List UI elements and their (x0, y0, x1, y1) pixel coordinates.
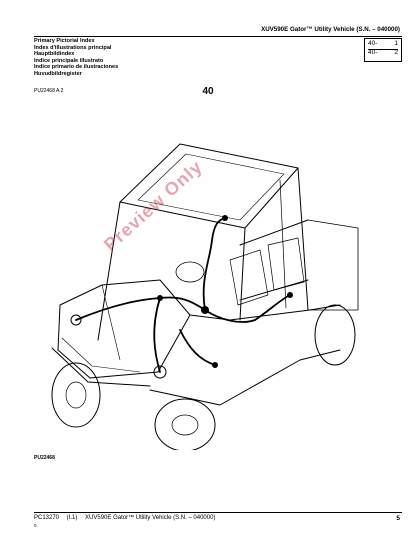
revision-code: (I.1) (66, 515, 78, 521)
harness-main (75, 296, 256, 323)
footer-identification: PC13270 (I.1) XUV590E Gator™ Utility Veh… (34, 515, 221, 521)
index-title-it: Indice principale illustrato (34, 57, 104, 64)
harness-branch-rear (254, 294, 291, 321)
reference-divider (368, 49, 398, 50)
harness-branch-dash (202, 217, 226, 311)
index-title-fr: Index d'illustrations principal (34, 44, 112, 51)
front-post-right (239, 227, 246, 321)
front-post-left (97, 201, 121, 341)
index-title-en: Primary Pictorial Index (34, 38, 95, 44)
connector (222, 215, 228, 221)
rear-post-inner (279, 179, 287, 309)
reference-label: 40- (368, 40, 378, 47)
grille (61, 337, 141, 373)
body-floor (149, 349, 341, 406)
headlight-right (153, 365, 167, 379)
rear-right-wheel (314, 304, 356, 366)
seat-right (267, 237, 305, 291)
section-number: 40 (202, 86, 214, 97)
reference-link-1[interactable]: 40- 1 (368, 40, 398, 49)
header-rule (34, 36, 402, 37)
hood-outline (57, 279, 191, 379)
index-title-de: Hauptbildindex (34, 51, 75, 58)
side-frame (239, 219, 309, 246)
hood-crease (101, 284, 121, 361)
connector (287, 292, 293, 298)
rear-wheel-hub (171, 414, 199, 436)
front-wheel (51, 362, 101, 428)
front-wheel-hub (65, 381, 87, 409)
rear-post (297, 167, 309, 311)
index-title-es: Indice primario de ilustraciones (34, 64, 119, 71)
reference-label: 40- (368, 49, 378, 56)
roof-inner (137, 153, 285, 221)
index-title-sv: Huvudbildregister (34, 70, 82, 77)
index-title-list: Primary Pictorial Index Index d'illustra… (34, 38, 118, 78)
figure-code-bottom: PU22468 (34, 455, 55, 461)
rear-wheel (154, 398, 216, 450)
footer-rule (34, 512, 402, 513)
section-reference-box: 40- 1 40- 2 (364, 38, 402, 62)
steering-wheel (175, 261, 205, 283)
publication-number: PC13270 (34, 515, 60, 521)
reference-number: 1 (394, 40, 398, 47)
connector (157, 295, 163, 301)
footer-sub-number: 0 (34, 523, 37, 528)
connector (212, 362, 218, 368)
body-side (189, 304, 341, 321)
front-bumper (51, 347, 151, 387)
seat-left (229, 249, 269, 306)
harness-branch-front (153, 297, 161, 373)
header-title: XUV590E Gator™ Utility Vehicle (S.N. – 0… (261, 26, 400, 33)
footer-model: XUV590E Gator™ Utility Vehicle (S.N. – 0… (85, 515, 216, 521)
headlight-left (70, 314, 82, 326)
connector (201, 306, 209, 314)
figure-code-top: PU22468 A.2 (34, 88, 64, 94)
harness-branch-lower (179, 329, 216, 366)
bed-outline (307, 219, 359, 311)
reference-link-2[interactable]: 40- 2 (368, 49, 398, 58)
page-number: 5 (396, 515, 400, 522)
vehicle-wiring-illustration[interactable] (40, 110, 360, 450)
reference-number: 2 (394, 49, 398, 56)
